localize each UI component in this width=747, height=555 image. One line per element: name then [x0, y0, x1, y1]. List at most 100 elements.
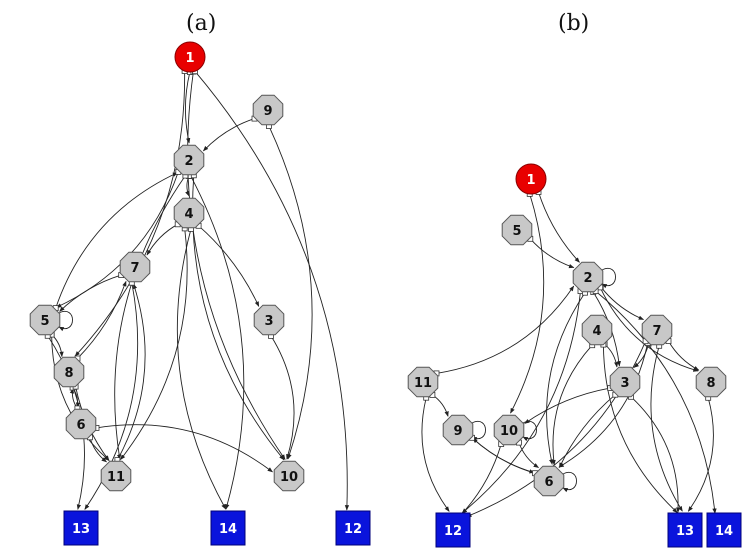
graph-a-node-9-label: 9: [263, 104, 272, 119]
graph-b-node-5: 5: [501, 214, 533, 246]
graph-b-node-8-label: 8: [706, 376, 715, 391]
graph-b-edge-2-14: [595, 290, 717, 514]
graph-a-node-8-octagon: [53, 356, 85, 388]
graph-b-node-13-label: 13: [676, 524, 694, 539]
graph-b-edge-2-12: [461, 291, 581, 514]
graph-b-edge-4-3: [604, 343, 619, 368]
graph-b-edge-2-7: [600, 286, 644, 321]
graph-a-node-7: 7: [119, 251, 151, 283]
graph-a-node-13-label: 13: [72, 522, 90, 537]
graph-a-edge-2-14: [190, 175, 245, 510]
graph-b-node-14-square: [706, 512, 742, 548]
graph-a-edge-11-7: [117, 283, 146, 461]
graph-a-node-10-octagon: [273, 460, 305, 492]
graph-a-node-4-octagon: [173, 197, 205, 229]
graph-a-edge-3-10: [270, 335, 295, 460]
graph-b-edge-1-2: [538, 191, 580, 263]
graph-b-node-1: 1: [515, 163, 547, 195]
graph-b-edge-10-10: [522, 420, 537, 442]
graph-a-edge-2-11: [114, 175, 186, 460]
graph-a-node-2-label: 2: [184, 154, 193, 169]
graph-b-node-5-label: 5: [512, 224, 521, 239]
graph-b-node-12-label: 12: [444, 524, 462, 539]
graph-b-node-11: 11: [407, 366, 439, 398]
graph-b-edge-3-13: [630, 396, 681, 513]
graph-a-node-9: 9: [252, 94, 284, 126]
graph-b-edge-1-10: [510, 193, 545, 414]
graph-b-node-5-octagon: [501, 214, 533, 246]
graph-b-edge-2-6: [546, 292, 586, 465]
graph-b-edge-4-6: [551, 344, 593, 466]
graph-a-edge-5-5: [58, 310, 73, 332]
graph-a-node-9-octagon: [252, 94, 284, 126]
graph-b-node-3-octagon: [609, 366, 641, 398]
graph-a-node-14-square: [210, 510, 246, 546]
graph-b-node-13: 13: [667, 512, 703, 548]
graph-a-edge-4-3: [198, 225, 260, 307]
graph-a-edge-9-10: [268, 125, 313, 460]
graph-b-node-12-square: [435, 512, 471, 548]
graph-a-node-5: 5: [29, 304, 61, 336]
graph-b-edge-9-9: [471, 420, 486, 442]
graph-a-node-6: 6: [65, 408, 97, 440]
graph-a-node-12: 12: [335, 510, 371, 546]
graph-a-node-6-octagon: [65, 408, 97, 440]
graph-b-node-13-square: [667, 512, 703, 548]
graph-b-node-4-octagon: [581, 314, 613, 346]
graph-a-node-1-circle: [174, 41, 206, 73]
graph-b-node-2: 2: [572, 261, 604, 293]
graph-a-node-11-octagon: [100, 460, 132, 492]
graph-a-node-4-label: 4: [184, 207, 193, 222]
graph-b-node-6-octagon: [533, 465, 565, 497]
panel-a-label: (a): [186, 11, 216, 36]
graph-a-edge-6-10: [96, 424, 273, 473]
graph-b-edge-9-6: [471, 437, 535, 474]
graph-a-node-2: 2: [173, 144, 205, 176]
graph-b-edges: [421, 189, 717, 518]
graph-b-edge-6-6: [562, 471, 577, 493]
graph-a-node-14: 14: [210, 510, 246, 546]
graph-b-node-6-label: 6: [544, 475, 553, 490]
graph-a-node-7-octagon: [119, 251, 151, 283]
graph-b-edge-11-9: [432, 394, 449, 417]
graph-b-node-14: 14: [706, 512, 742, 548]
graph-a-node-8-label: 8: [64, 366, 73, 381]
graph-b-node-3-label: 3: [620, 376, 629, 391]
graph-b-node-8: 8: [695, 366, 727, 398]
graph-b-node-4: 4: [581, 314, 613, 346]
graph-a-edge-7-5: [59, 274, 122, 312]
graph-b-edge-10-12: [461, 443, 502, 514]
graph-a-edges: [44, 68, 350, 511]
graph-b-node-11-octagon: [407, 366, 439, 398]
graph-b-node-1-label: 1: [526, 173, 535, 188]
graph-b-edge-7-6: [558, 342, 649, 468]
graph-b-node-10-octagon: [493, 414, 525, 446]
graph-b-edge-5-2: [529, 238, 575, 269]
graph-b-node-4-label: 4: [592, 324, 601, 339]
graph-a-node-7-label: 7: [130, 261, 139, 276]
graph-a-node-11-label: 11: [107, 470, 125, 485]
graph-a-edge-2-5: [55, 171, 179, 308]
graph-a-edge-4-14: [176, 228, 227, 510]
graph-a-node-8: 8: [53, 356, 85, 388]
graph-a-edge-9-2: [203, 118, 255, 152]
graph-a-node-12-label: 12: [344, 522, 362, 537]
graph-b-node-11-label: 11: [414, 376, 432, 391]
graph-a-node-6-label: 6: [76, 418, 85, 433]
graph-b-edge-10-6: [518, 442, 539, 468]
graph-b-node-12: 12: [435, 512, 471, 548]
graph-b-edge-4-13: [602, 344, 678, 513]
graph-b-node-3: 3: [609, 366, 641, 398]
graph-a-node-10: 10: [273, 460, 305, 492]
graph-b-edge-8-13: [687, 397, 714, 512]
graph-a-edge-1-12: [194, 70, 350, 511]
graph-a-node-14-label: 14: [219, 522, 237, 537]
graph-b-edge-7-13: [650, 345, 683, 512]
graph-a-node-4: 4: [173, 197, 205, 229]
graph-b-node-14-label: 14: [715, 524, 733, 539]
